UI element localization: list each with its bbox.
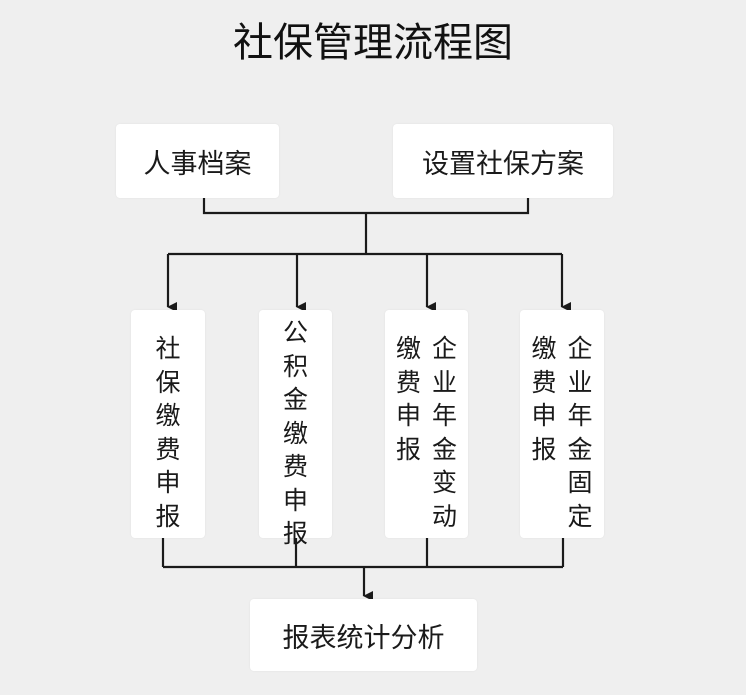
vertical-label-col: 缴费申报	[395, 332, 423, 538]
vertical-char: 金	[431, 434, 457, 464]
vertical-char: 缴	[155, 401, 181, 430]
vertical-char: 缴	[531, 334, 557, 363]
vertical-char: 申	[531, 401, 557, 430]
vertical-label-col: 公积金缴费申报	[282, 316, 310, 548]
vertical-char: 金	[282, 385, 308, 414]
node-social-insurance-plan: 设置社保方案	[393, 124, 613, 198]
node-report-analysis: 报表统计分析	[250, 599, 477, 671]
vertical-char: 保	[155, 367, 181, 397]
vertical-char: 金	[567, 434, 593, 464]
vertical-char: 费	[395, 367, 421, 397]
vertical-char: 公	[282, 318, 308, 347]
vertical-char: 固	[567, 468, 593, 497]
vertical-char: 定	[567, 501, 593, 531]
vertical-char: 积	[282, 351, 308, 381]
vertical-char: 年	[431, 401, 457, 430]
vertical-char: 动	[431, 501, 457, 531]
vertical-char: 业	[567, 367, 593, 397]
vertical-label-col: 企业年金变动	[431, 332, 459, 538]
node-social-insurance-declaration: 社保缴费申报	[131, 310, 205, 538]
vertical-char: 费	[155, 434, 181, 464]
vertical-char: 报	[395, 434, 421, 464]
vertical-char: 报	[155, 501, 181, 531]
vertical-label-col: 缴费申报	[530, 332, 558, 538]
vertical-char: 企	[431, 334, 457, 363]
vertical-label-col: 企业年金固定	[566, 332, 594, 538]
node-label: 设置社保方案	[422, 148, 584, 180]
merge-line-top	[202, 198, 530, 215]
vertical-char: 申	[282, 485, 308, 515]
vertical-char: 报	[531, 434, 557, 464]
vertical-char: 费	[531, 367, 557, 397]
vertical-char: 缴	[282, 418, 308, 448]
page-title: 社保管理流程图	[233, 20, 513, 66]
vertical-char: 申	[155, 468, 181, 497]
vertical-label-col: 社保缴费申报	[154, 332, 182, 538]
node-label: 人事档案	[143, 148, 252, 180]
vertical-char: 年	[567, 401, 593, 430]
vertical-char: 报	[282, 519, 308, 548]
vertical-char: 企	[567, 334, 593, 363]
vertical-char: 变	[431, 468, 457, 497]
node-annuity-variable-declaration: 缴费申报 企业年金变动	[385, 310, 468, 538]
node-housing-fund-declaration: 公积金缴费申报	[259, 310, 332, 548]
vertical-char: 社	[155, 334, 181, 363]
vertical-char: 申	[395, 401, 421, 430]
vertical-char: 缴	[395, 334, 421, 363]
node-annuity-fixed-declaration: 缴费申报 企业年金固定	[520, 310, 604, 538]
vertical-char: 费	[282, 452, 308, 481]
node-label: 报表统计分析	[282, 622, 445, 654]
node-personnel-files: 人事档案	[116, 124, 279, 198]
vertical-char: 业	[431, 367, 457, 397]
